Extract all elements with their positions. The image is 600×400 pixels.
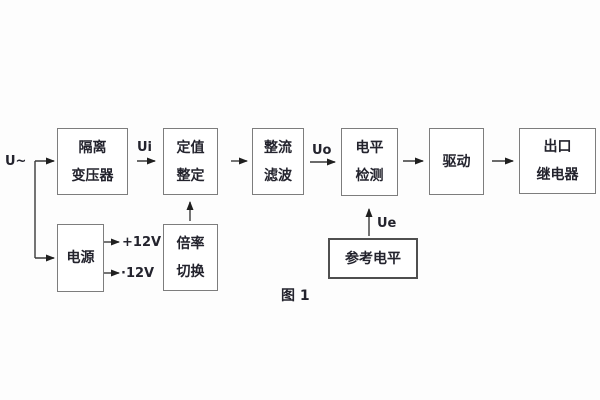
power-rail-plus-12v: +12V <box>122 235 162 250</box>
block-label: 驱动 <box>442 153 471 170</box>
block-label: 继电器 <box>536 167 579 183</box>
signal-label-ui: Ui <box>137 140 153 155</box>
block-reference-level: 参考电平 <box>328 238 418 279</box>
block-power-supply: 电源 <box>57 224 104 292</box>
power-rail-minus-12v: ·12V <box>121 266 155 281</box>
figure-caption: 图 1 <box>281 288 310 304</box>
block-output-relay: 出口 继电器 <box>519 128 596 194</box>
block-ratio-switch: 倍率 切换 <box>163 224 218 291</box>
signal-label-ue: Ue <box>377 216 397 231</box>
block-label: 整定 <box>176 167 205 184</box>
block-label: 检测 <box>355 168 384 184</box>
block-level-detection: 电平 检测 <box>341 128 398 196</box>
block-label: 整流 <box>264 139 292 156</box>
block-label: 电平 <box>355 140 384 156</box>
block-label: 倍率 <box>176 235 205 252</box>
block-label: 电源 <box>66 250 95 266</box>
block-label: 变压器 <box>71 167 114 184</box>
block-driver: 驱动 <box>429 128 484 195</box>
block-label: 隔离 <box>78 139 107 156</box>
block-setting: 定值 整定 <box>163 128 218 195</box>
block-label: 定值 <box>176 139 205 156</box>
signal-label-uo: Uo <box>312 143 332 158</box>
input-signal-label: U~ <box>5 154 27 169</box>
block-label: 参考电平 <box>345 250 401 267</box>
block-label: 出口 <box>543 139 572 155</box>
block-rectifier-filter: 整流 滤波 <box>252 128 304 195</box>
block-isolation-transformer: 隔离 变压器 <box>57 128 128 195</box>
block-label: 切换 <box>176 263 205 280</box>
block-label: 滤波 <box>264 167 292 184</box>
